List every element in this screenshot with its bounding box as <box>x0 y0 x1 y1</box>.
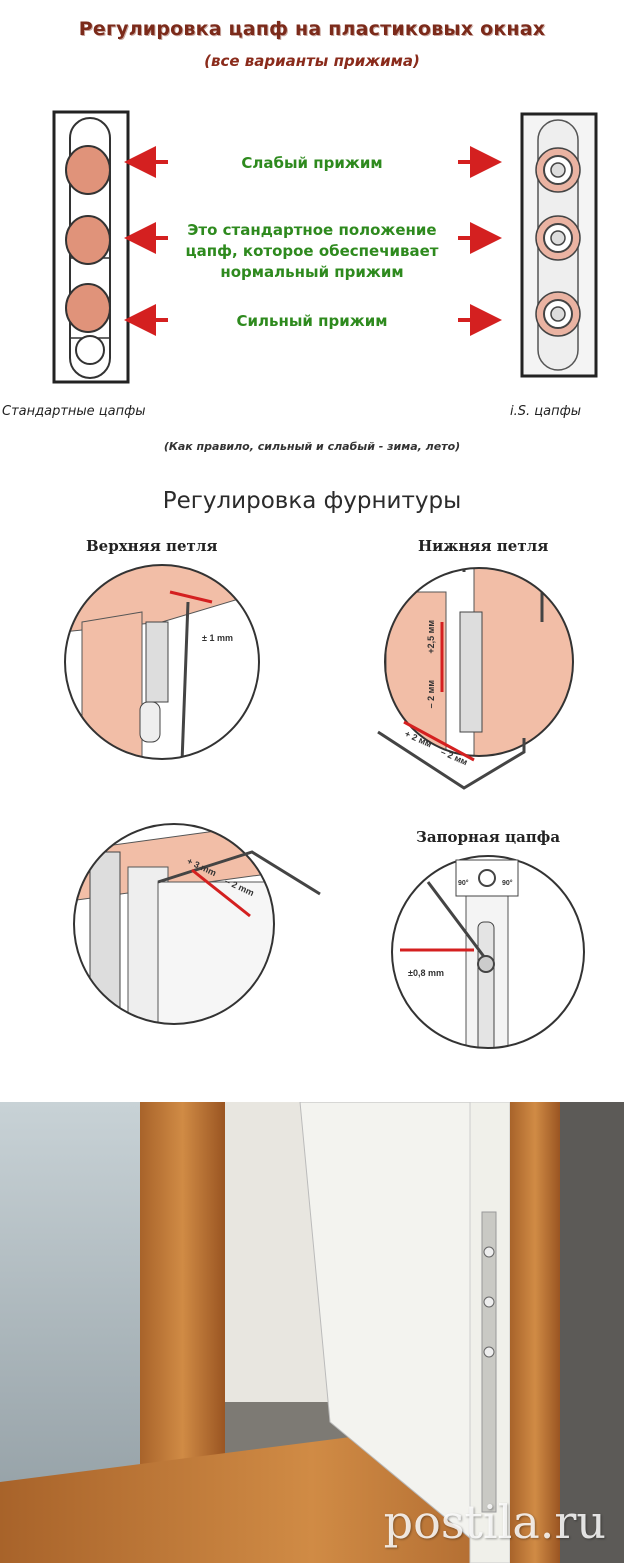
window-photo-illustration <box>0 1102 624 1563</box>
is-pin-weak <box>535 147 581 193</box>
top-hinge-title: Верхняя петля <box>86 537 218 555</box>
label-25mm: +2,5 мм <box>426 620 436 654</box>
bottom-hinge-title: Нижняя петля <box>418 537 549 555</box>
label-weak: Слабый прижим <box>241 154 383 172</box>
watermark: postila.ru <box>383 1495 606 1549</box>
window-photo: postila.ru <box>0 1102 624 1563</box>
bottom-hinge-diagram <box>377 567 574 790</box>
lock-pin-diagram <box>391 855 585 1049</box>
caption-is: i.S. цапфы <box>510 404 581 419</box>
is-pin-normal <box>535 215 581 261</box>
pin-strong <box>65 283 111 333</box>
top-hinge-diagram <box>64 564 260 760</box>
lock-title: Запорная цапфа <box>416 828 561 846</box>
label-1mm: ± 1 mm <box>202 633 233 643</box>
label-strong: Сильный прижим <box>236 312 388 330</box>
pin-weak <box>65 145 111 195</box>
page-subtitle: (все варианты прижима) <box>204 52 420 70</box>
label-normal: Это стандартное положение цапф, которое … <box>185 221 439 281</box>
is-pins-strip <box>520 112 598 378</box>
label-08mm: ±0,8 mm <box>408 968 444 978</box>
page-title: Регулировка цапф на пластиковых окнах <box>78 18 546 40</box>
season-note: (Как правило, сильный и слабый - зима, л… <box>163 440 461 453</box>
standard-pins-strip <box>52 110 130 384</box>
label-90-right: 90° <box>502 880 513 887</box>
pin-normal <box>65 215 111 265</box>
caption-standard: Стандартные цапфы <box>2 404 146 419</box>
is-pin-strong <box>535 291 581 337</box>
label-minus2mm: – 2 мм <box>426 680 436 709</box>
label-90-left: 90° <box>458 880 469 887</box>
section-title: Регулировка фурнитуры <box>162 488 462 514</box>
side-hinge-diagram <box>73 823 321 1025</box>
pressure-arrows <box>124 146 502 336</box>
